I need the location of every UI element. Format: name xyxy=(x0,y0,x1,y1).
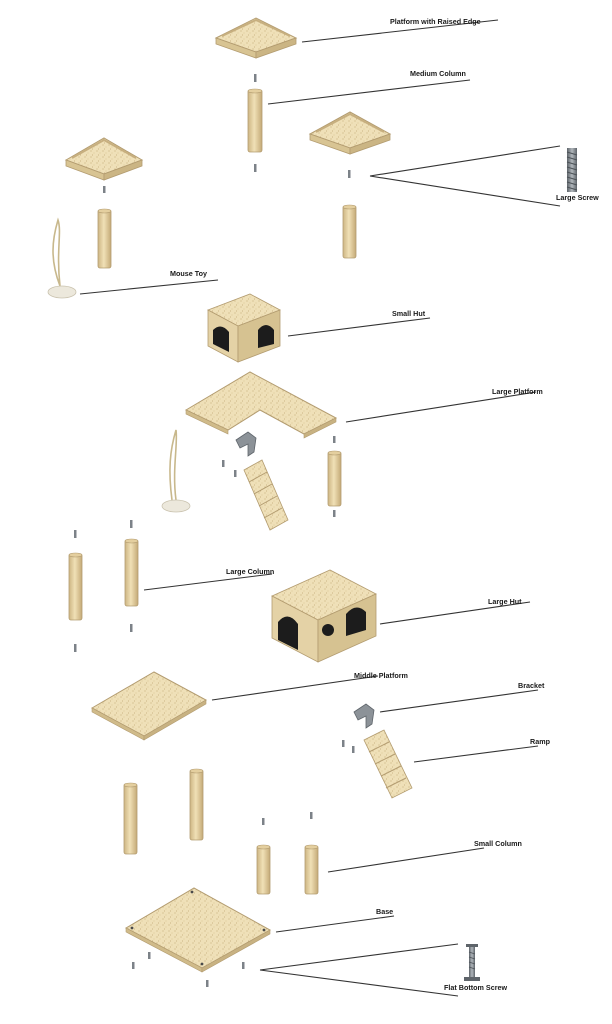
medium-column-left xyxy=(97,208,112,269)
label-mouse-toy: Mouse Toy xyxy=(170,269,207,278)
label-flat-bottom-screw: Flat Bottom Screw xyxy=(444,983,508,992)
screw-small xyxy=(254,164,257,172)
platform-with-raised-edge-left xyxy=(64,137,144,181)
screw-small xyxy=(130,520,133,528)
screw-small xyxy=(148,952,151,959)
screw-small xyxy=(206,980,209,987)
medium-column-right xyxy=(342,204,357,259)
screw-small xyxy=(234,470,237,477)
screw-small xyxy=(74,530,77,538)
label-base: Base xyxy=(376,907,393,916)
small-column-right xyxy=(304,844,319,895)
screw-small xyxy=(333,510,336,517)
small-column-left xyxy=(256,844,271,895)
label-small-column: Small Column xyxy=(474,839,522,848)
screw-small xyxy=(254,74,257,82)
flat-bottom-screw-icon xyxy=(464,944,480,981)
mouse-toy-lower xyxy=(161,429,191,513)
small-hut xyxy=(207,293,281,363)
large-column-lower-right xyxy=(189,768,204,841)
large-platform xyxy=(184,371,338,439)
platform-with-raised-edge-top xyxy=(214,17,298,59)
label-large-screw: Large Screw xyxy=(556,193,599,202)
bracket-upper xyxy=(235,431,257,457)
label-bracket: Bracket xyxy=(518,681,545,690)
screw-small xyxy=(348,170,351,178)
screw-small xyxy=(242,962,245,969)
screw-small xyxy=(352,746,355,753)
screw-small xyxy=(103,186,106,193)
label-large-column: Large Column xyxy=(226,567,274,576)
screw-small xyxy=(310,812,313,819)
label-ramp: Ramp xyxy=(530,737,551,746)
base xyxy=(124,887,272,973)
screw-small xyxy=(333,436,336,443)
large-column-right xyxy=(124,538,139,607)
screw-small xyxy=(132,962,135,969)
screw-small xyxy=(222,460,225,467)
label-large-platform: Large Platform xyxy=(492,387,543,396)
label-middle-platform: Middle Platform xyxy=(354,671,408,680)
label-medium-column: Medium Column xyxy=(410,69,466,78)
label-small-hut: Small Hut xyxy=(392,309,426,318)
screw-small xyxy=(74,644,77,652)
middle-platform xyxy=(90,671,208,741)
large-column-left xyxy=(68,552,83,621)
ramp-upper xyxy=(243,459,289,531)
mouse-toy xyxy=(47,217,77,299)
label-large-hut: Large Hut xyxy=(488,597,522,606)
ramp-lower xyxy=(363,729,413,799)
screw-small xyxy=(342,740,345,747)
medium-column xyxy=(247,88,263,153)
large-hut xyxy=(271,569,377,663)
screw-small xyxy=(130,624,133,632)
bracket-icon xyxy=(353,703,375,729)
label-platform-raised-edge: Platform with Raised Edge xyxy=(390,17,481,26)
screw-small xyxy=(262,818,265,825)
large-screw-icon xyxy=(566,148,578,192)
large-column-upper-right xyxy=(327,450,342,507)
large-column-lower-left xyxy=(123,782,138,855)
platform-with-raised-edge-right xyxy=(308,111,392,155)
